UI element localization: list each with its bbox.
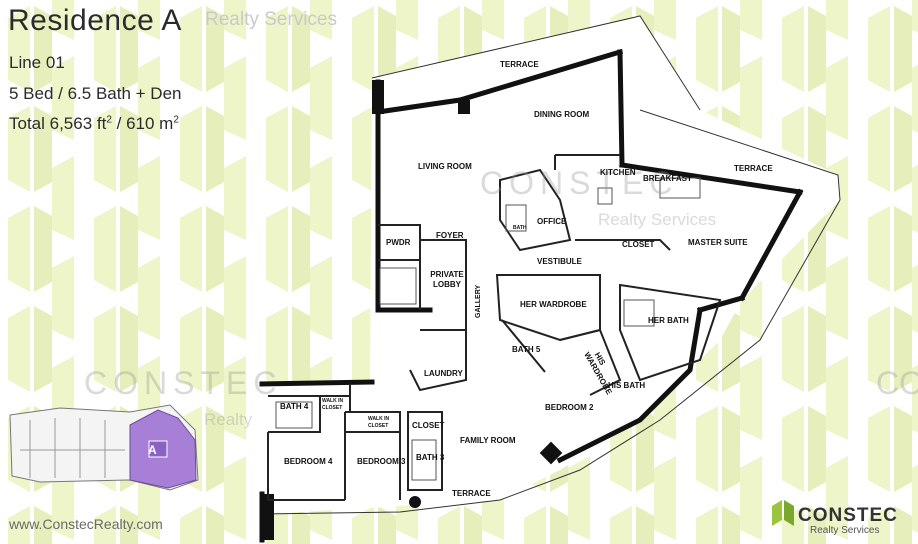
column-bottom-left bbox=[260, 494, 274, 540]
keyplan-unit-label: A bbox=[148, 443, 157, 457]
room-gallery: GALLERY bbox=[475, 284, 482, 318]
column-top-left bbox=[372, 80, 384, 114]
page-title: Residence A bbox=[8, 4, 182, 37]
line-number: Line 01 bbox=[9, 53, 65, 72]
watermark-constec-left: CONSTEC bbox=[84, 365, 283, 401]
room-his-bath: HIS BATH bbox=[608, 381, 646, 390]
terrace-lines bbox=[261, 15, 841, 515]
website-link[interactable]: www.ConstecRealty.com bbox=[9, 516, 163, 532]
room-pwdr: PWDR bbox=[386, 238, 411, 247]
watermark-constec-mid: CONSTEC bbox=[480, 165, 679, 201]
watermark-realty-left: Realty bbox=[204, 410, 253, 429]
room-master-suite: MASTER SUITE bbox=[688, 238, 748, 247]
column-bottom bbox=[539, 441, 563, 465]
logo-mark bbox=[772, 500, 794, 526]
room-terrace-bottom: TERRACE bbox=[452, 489, 491, 498]
total-area-m: / 610 m bbox=[111, 114, 174, 133]
room-bath4: BATH 4 bbox=[280, 402, 309, 411]
room-living: LIVING ROOM bbox=[418, 162, 472, 171]
fixtures bbox=[275, 177, 701, 481]
total-area: Total 6,563 ft2 / 610 m2 bbox=[9, 114, 179, 134]
room-office: OFFICE bbox=[537, 217, 567, 226]
room-kitchen: KITCHEN bbox=[600, 168, 636, 177]
room-vestibule: VESTIBULE bbox=[537, 257, 582, 266]
room-closet-master: CLOSET bbox=[622, 240, 655, 249]
watermark-realty-services: Realty Services bbox=[205, 9, 337, 30]
room-laundry: LAUNDRY bbox=[424, 369, 463, 378]
total-area-sup-ft: 2 bbox=[106, 114, 112, 126]
watermark-constec-right: CONSTEC bbox=[876, 365, 918, 401]
room-bath-office: BATH bbox=[513, 225, 527, 231]
room-bedroom4: BEDROOM 4 bbox=[284, 457, 333, 466]
room-bath5: BATH 5 bbox=[512, 345, 541, 354]
room-walk-in-closet-1: WALK IN CLOSET bbox=[322, 398, 344, 411]
total-area-ft: Total 6,563 ft bbox=[9, 114, 107, 133]
logo-name: CONSTEC bbox=[798, 505, 898, 526]
room-closet: CLOSET bbox=[412, 421, 445, 430]
room-her-wardrobe: HER WARDROBE bbox=[520, 300, 587, 309]
watermark-realty-services-mid: Realty Services bbox=[598, 210, 717, 229]
room-bedroom2: BEDROOM 2 bbox=[545, 403, 594, 412]
room-foyer: FOYER bbox=[436, 231, 464, 240]
keyplan bbox=[9, 404, 199, 491]
total-area-sup-m: 2 bbox=[173, 114, 179, 126]
room-terrace-top: TERRACE bbox=[500, 60, 539, 69]
room-dining: DINING ROOM bbox=[534, 110, 590, 119]
bed-bath-summary: 5 Bed / 6.5 Bath + Den bbox=[9, 84, 182, 103]
column-top-mid bbox=[458, 100, 470, 114]
interior-walls bbox=[267, 154, 722, 501]
room-terrace-right: TERRACE bbox=[734, 164, 773, 173]
room-private-lobby: PRIVATE LOBBY bbox=[430, 270, 464, 289]
room-her-bath: HER BATH bbox=[648, 316, 689, 325]
room-bath3: BATH 3 bbox=[416, 453, 445, 462]
logo-subtitle: Realty Services bbox=[810, 525, 880, 536]
column-round bbox=[409, 496, 421, 508]
plan-area bbox=[262, 16, 840, 514]
room-bedroom3: BEDROOM 3 bbox=[357, 457, 406, 466]
room-walk-in-closet-2: WALK IN CLOSET bbox=[368, 416, 390, 429]
room-breakfast: BREAKFAST bbox=[643, 174, 692, 183]
room-family: FAMILY ROOM bbox=[460, 436, 516, 445]
